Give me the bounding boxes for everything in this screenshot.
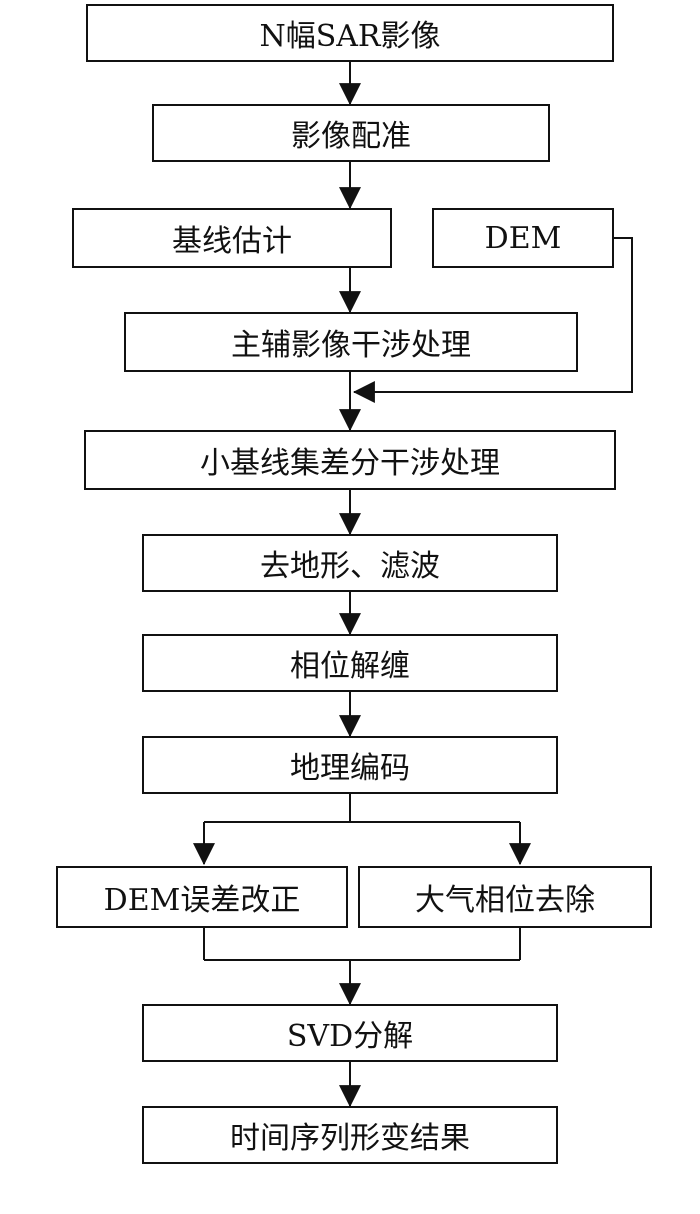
node-label: 去地形、滤波 [260, 549, 440, 584]
node-label: 地理编码 [290, 751, 410, 786]
node-phase-unwrapping: 相位解缠 [142, 634, 558, 692]
node-label: DEM [484, 220, 562, 256]
node-label: 相位解缠 [290, 649, 410, 684]
node-label: N幅SAR影像 [259, 19, 441, 54]
node-label: 小基线集差分干涉处理 [200, 446, 500, 481]
node-label: 时间序列形变结果 [230, 1121, 470, 1156]
node-label: 影像配准 [291, 119, 411, 154]
node-image-registration: 影像配准 [152, 104, 550, 162]
node-dem: DEM [432, 208, 614, 268]
node-label: DEM误差改正 [103, 883, 301, 918]
node-master-slave-interferometry: 主辅影像干涉处理 [124, 312, 578, 372]
node-svd-decomposition: SVD分解 [142, 1004, 558, 1062]
node-label: 大气相位去除 [415, 883, 595, 918]
node-label: 主辅影像干涉处理 [231, 328, 471, 363]
node-atmospheric-phase-removal: 大气相位去除 [358, 866, 652, 928]
node-geocoding: 地理编码 [142, 736, 558, 794]
node-dem-error-correction: DEM误差改正 [56, 866, 348, 928]
node-baseline-estimation: 基线估计 [72, 208, 392, 268]
node-sbas-interferometry: 小基线集差分干涉处理 [84, 430, 616, 490]
node-label: 基线估计 [172, 224, 292, 259]
edge-dem-to-sbas [352, 237, 633, 403]
node-time-series-deformation: 时间序列形变结果 [142, 1106, 558, 1164]
node-n-sar-images: N幅SAR影像 [86, 4, 614, 62]
node-remove-topography-filtering: 去地形、滤波 [142, 534, 558, 592]
edge-branches-to-svd [203, 928, 521, 1006]
node-label: SVD分解 [286, 1019, 414, 1054]
edge-geocoding-to-branches [193, 794, 531, 866]
